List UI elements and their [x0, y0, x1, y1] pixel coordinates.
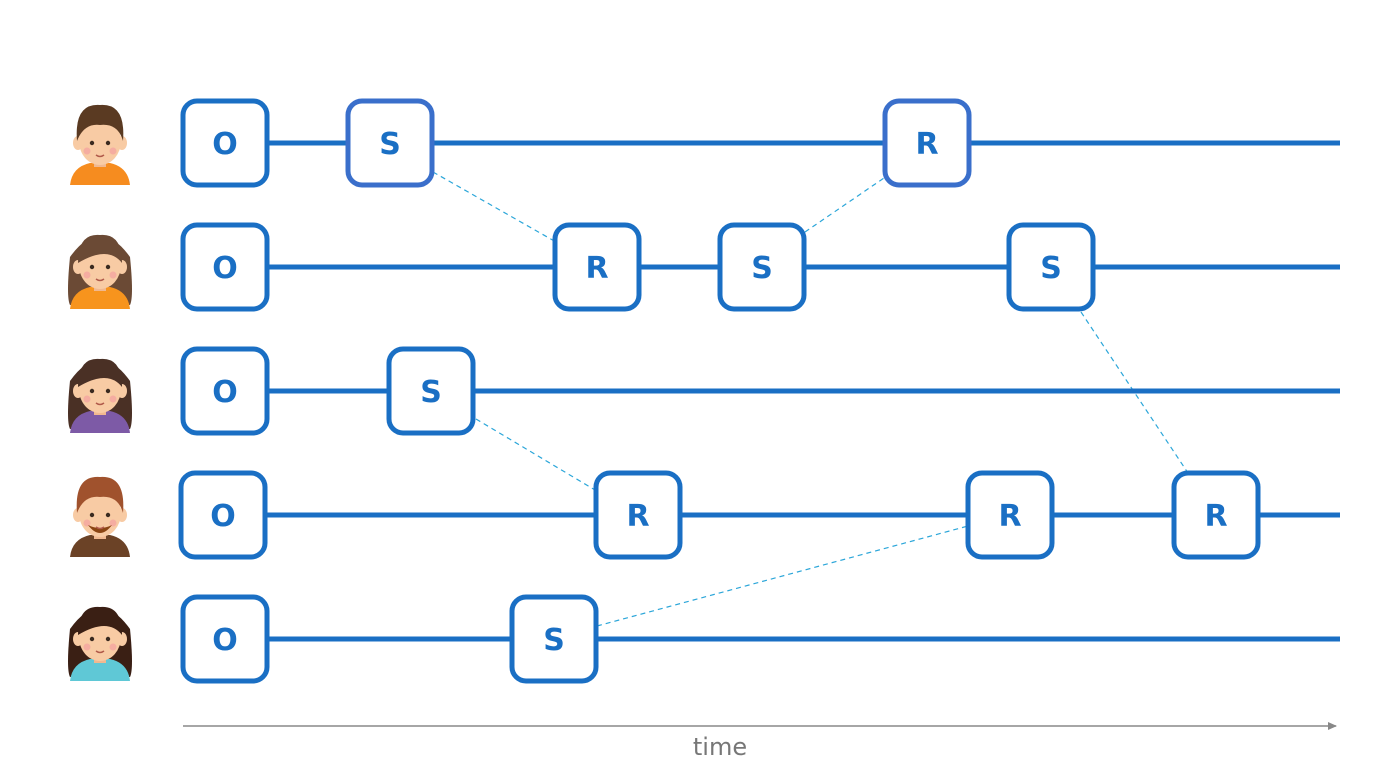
node-box — [717, 222, 807, 312]
node-label: R — [585, 251, 608, 286]
lane-3-node-r-3: R — [1171, 470, 1261, 560]
node-box — [552, 222, 642, 312]
node-label: O — [212, 375, 238, 410]
node-box — [345, 98, 435, 188]
node-label: S — [543, 623, 565, 658]
node-label: S — [379, 127, 401, 162]
man-beard-icon — [70, 476, 130, 557]
node-box — [180, 222, 270, 312]
lane-0-node-o-0: O — [180, 98, 270, 188]
node-label: S — [751, 251, 773, 286]
lane-4-node-s-1: S — [509, 594, 599, 684]
woman-teal-shirt-icon — [68, 606, 132, 681]
message-line-2 — [475, 418, 596, 491]
node-box — [180, 594, 270, 684]
node-box — [1171, 470, 1261, 560]
woman-purple-shirt-icon — [68, 358, 132, 433]
node-label: O — [210, 499, 236, 534]
time-axis-label: time — [693, 733, 747, 761]
node-label: O — [212, 623, 238, 658]
lane-3-node-r-1: R — [593, 470, 683, 560]
lane-1-node-s-2: S — [717, 222, 807, 312]
message-line-0 — [432, 171, 557, 243]
lane-1-node-s-3: S — [1006, 222, 1096, 312]
node-box — [180, 346, 270, 436]
node-label: R — [626, 499, 649, 534]
node-label: R — [1204, 499, 1227, 534]
man-orange-shirt-icon — [70, 104, 130, 185]
node-box — [178, 470, 268, 560]
node-box — [180, 98, 270, 188]
lane-3-node-r-2: R — [965, 470, 1055, 560]
lane-0-node-r-2: R — [882, 98, 972, 188]
lane-1-node-r-1: R — [552, 222, 642, 312]
lane-4-node-o-0: O — [180, 594, 270, 684]
message-line-1 — [804, 177, 885, 233]
lane-3-node-o-0: O — [178, 470, 268, 560]
woman-long-hair-icon — [68, 234, 132, 309]
node-label: S — [420, 375, 442, 410]
node-box — [593, 470, 683, 560]
lane-1-node-o-0: O — [180, 222, 270, 312]
node-box — [882, 98, 972, 188]
lane-2-node-o-0: O — [180, 346, 270, 436]
lane-0-node-s-1: S — [345, 98, 435, 188]
node-label: O — [212, 251, 238, 286]
node-box — [965, 470, 1055, 560]
node-box — [386, 346, 476, 436]
node-label: O — [212, 127, 238, 162]
node-box — [509, 594, 599, 684]
node-box — [1006, 222, 1096, 312]
node-label: S — [1040, 251, 1062, 286]
message-lines — [432, 171, 1189, 627]
lane-2-node-s-1: S — [386, 346, 476, 436]
message-line-3 — [596, 525, 969, 627]
node-label: R — [998, 499, 1021, 534]
node-label: R — [915, 127, 938, 162]
